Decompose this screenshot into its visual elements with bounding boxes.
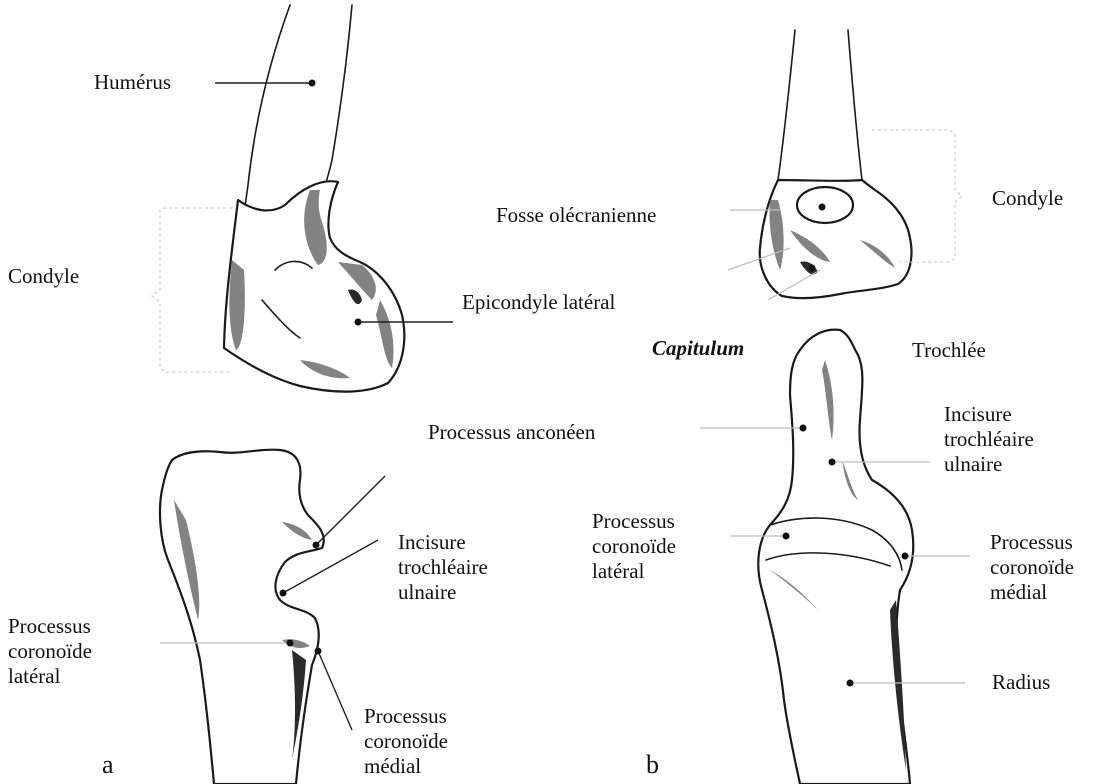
label-epicondyle-lateral: Epicondyle latéral (462, 290, 615, 315)
humerus-b-drawing (760, 30, 912, 298)
panel-letter-a: a (102, 752, 114, 777)
label-line: trochléaire (944, 427, 1034, 452)
label-line: Incisure (944, 402, 1034, 427)
humerus-a-drawing (224, 5, 404, 392)
label-line: ulnaire (398, 580, 488, 605)
label-line: Processus (364, 704, 448, 729)
label-line: coronoïde (364, 729, 448, 754)
label-coronoid-lateral-b: Processus coronoïde latéral (592, 509, 676, 584)
forearm-b-drawing (758, 330, 913, 784)
label-humerus: Humérus (94, 70, 171, 95)
label-line: coronoïde (592, 534, 676, 559)
label-coronoid-lateral-a: Processus coronoïde latéral (8, 614, 92, 689)
label-condyle-b: Condyle (992, 186, 1063, 211)
label-line: Processus (592, 509, 676, 534)
label-line: coronoïde (990, 555, 1074, 580)
label-coronoid-medial-a: Processus coronoïde médial (364, 704, 448, 779)
label-line: Processus (990, 530, 1074, 555)
label-coronoid-medial-b: Processus coronoïde médial (990, 530, 1074, 605)
ulna-a-drawing (160, 450, 324, 784)
label-incisure-trochleaire-b: Incisure trochléaire ulnaire (944, 402, 1034, 477)
label-condyle-a: Condyle (8, 264, 79, 289)
label-line: coronoïde (8, 639, 92, 664)
label-trochlee: Trochlée (912, 338, 986, 363)
label-line: Incisure (398, 530, 488, 555)
condyle-brace-a (152, 208, 232, 372)
label-line: latéral (592, 559, 676, 584)
label-line: ulnaire (944, 452, 1034, 477)
label-line: médial (364, 754, 448, 779)
label-incisure-trochleaire-a: Incisure trochléaire ulnaire (398, 530, 488, 605)
label-capitulum: Capitulum (652, 336, 744, 361)
label-fosse-olecranienne: Fosse olécranienne (496, 203, 656, 228)
panel-letter-b: b (646, 752, 659, 777)
label-radius: Radius (992, 670, 1050, 695)
label-line: trochléaire (398, 555, 488, 580)
label-line: latéral (8, 664, 92, 689)
label-line: Processus (8, 614, 92, 639)
label-processus-anconeen: Processus anconéen (428, 420, 595, 445)
label-line: médial (990, 580, 1074, 605)
